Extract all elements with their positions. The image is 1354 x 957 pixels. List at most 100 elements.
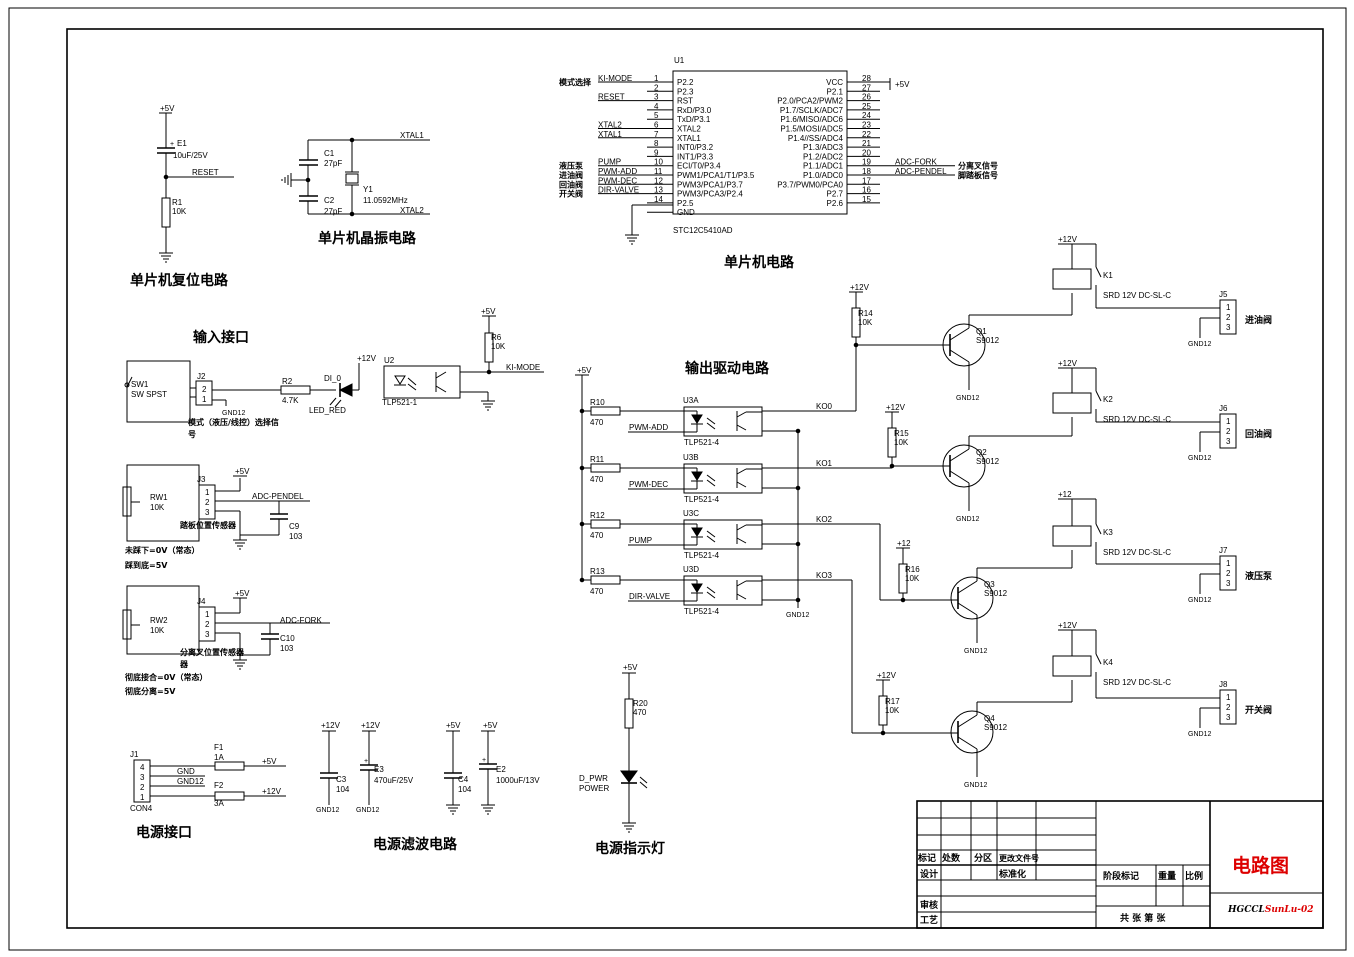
section-title-filter: 电源滤波电路 [373,836,458,853]
transistor-ref: Q1 [976,327,987,336]
pin-number: 20 [862,148,871,157]
tb-count: 处数 [941,852,961,864]
load-connector-ref: J8 [1219,680,1228,689]
r6-ref: R6 [491,333,502,342]
c1-ref: C1 [324,149,335,158]
y1-ref: Y1 [363,185,373,194]
svg-text:1: 1 [1226,559,1231,568]
r20-ref: R20 [633,699,648,708]
resistor-ref: R13 [590,567,605,576]
di0-value: LED_RED [309,406,346,415]
sw1-ref: SW1 [131,380,149,389]
svg-text:+: + [482,757,486,764]
pin-number: 2 [654,83,659,92]
tb-doc: 更改文件号 [999,853,1039,863]
pin-number: 26 [862,93,871,102]
svg-text:GND12: GND12 [956,395,979,402]
tb-review: 审核 [920,899,938,911]
f2-ref: F2 [214,781,224,790]
pin-number: 22 [862,130,871,139]
driver-net: KO1 [816,459,833,468]
adc-pendel-net: ADC-PENDEL [252,492,304,501]
svg-text:踩到底=5V: 踩到底=5V [125,560,168,570]
di0-ref: DI_0 [324,374,341,383]
pin-name: GND [677,208,695,217]
load-label: 进油阀 [1245,314,1272,326]
pin-name: PWM3/PCA3/P2.4 [677,190,743,199]
svg-text:3: 3 [1226,437,1231,446]
load-label: 液压泵 [1245,570,1273,582]
e1-value: 10uF/25V [173,151,208,160]
reset-net-label: RESET [192,168,219,177]
pin-net: DIR-VALVE [598,186,639,195]
pin-net: PWM-ADD [598,167,637,176]
svg-text:4: 4 [140,763,145,772]
kimode-net: KI-MODE [506,363,540,372]
svg-text:2: 2 [1226,427,1231,436]
svg-text:号: 号 [188,430,196,439]
tb-scale: 比例 [1185,870,1203,882]
opto-ref: U3C [683,509,699,518]
pin-number: 8 [654,139,659,148]
pin-name: VCC [826,78,843,87]
c3-ref: C3 [336,775,347,784]
svg-text:GND12: GND12 [786,612,809,619]
j1-ref: J1 [130,750,139,759]
resistor-value: 470 [590,475,604,484]
gnd-net: GND [177,767,195,776]
j4-note: 分离叉位置传感器 [180,647,245,657]
tb-design: 设计 [920,868,938,880]
pin-note: 液压泵 [559,161,583,171]
pin-note: 进油阀 [559,170,583,180]
base-resistor-value: 10K [905,574,920,583]
opto-ref: U3D [683,565,699,574]
svg-text:GND12: GND12 [964,782,987,789]
pin-number: 14 [654,195,663,204]
section-title-power-interface: 电源接口 [136,824,192,841]
svg-text:GND12: GND12 [316,807,339,814]
pin-number: 11 [654,167,663,176]
svg-text:GND12: GND12 [1188,597,1211,604]
opto-net: DIR-VALVE [629,592,670,601]
pin-name: P2.2 [677,78,694,87]
pin-net: PUMP [598,158,621,167]
transistor-body [950,710,994,754]
input-circuit: 输入接口 SW1 SW SPST J2 2 1 GND12 模式（液压/线控）选… [122,307,544,696]
c1-value: 27pF [324,159,342,168]
svg-text:彻底分离=5V: 彻底分离=5V [124,686,176,696]
inner-frame [66,28,1324,929]
e1-ref: E1 [177,139,187,148]
pin-net: XTAL2 [598,121,622,130]
svg-text:2: 2 [140,783,145,792]
e3-value: 470uF/25V [374,776,414,785]
pin-number: 5 [654,111,659,120]
j2-ref: J2 [197,372,206,381]
d-pwr-ref: D_PWR [579,774,608,783]
resistor-value: 470 [590,418,604,427]
base-resistor-value: 10K [894,438,909,447]
c4-ref: C4 [458,775,469,784]
r1-ref: R1 [172,198,183,207]
pin-net: PWM-DEC [598,176,637,185]
resistor-value: 470 [590,587,604,596]
resistor-ref: R11 [590,455,605,464]
svg-text:GND12: GND12 [956,516,979,523]
relay-rail: +12 [1058,490,1072,499]
tb-mark: 标记 [917,852,936,864]
rw1-ref: RW1 [150,493,168,502]
base-resistor-ref: R16 [905,565,920,574]
